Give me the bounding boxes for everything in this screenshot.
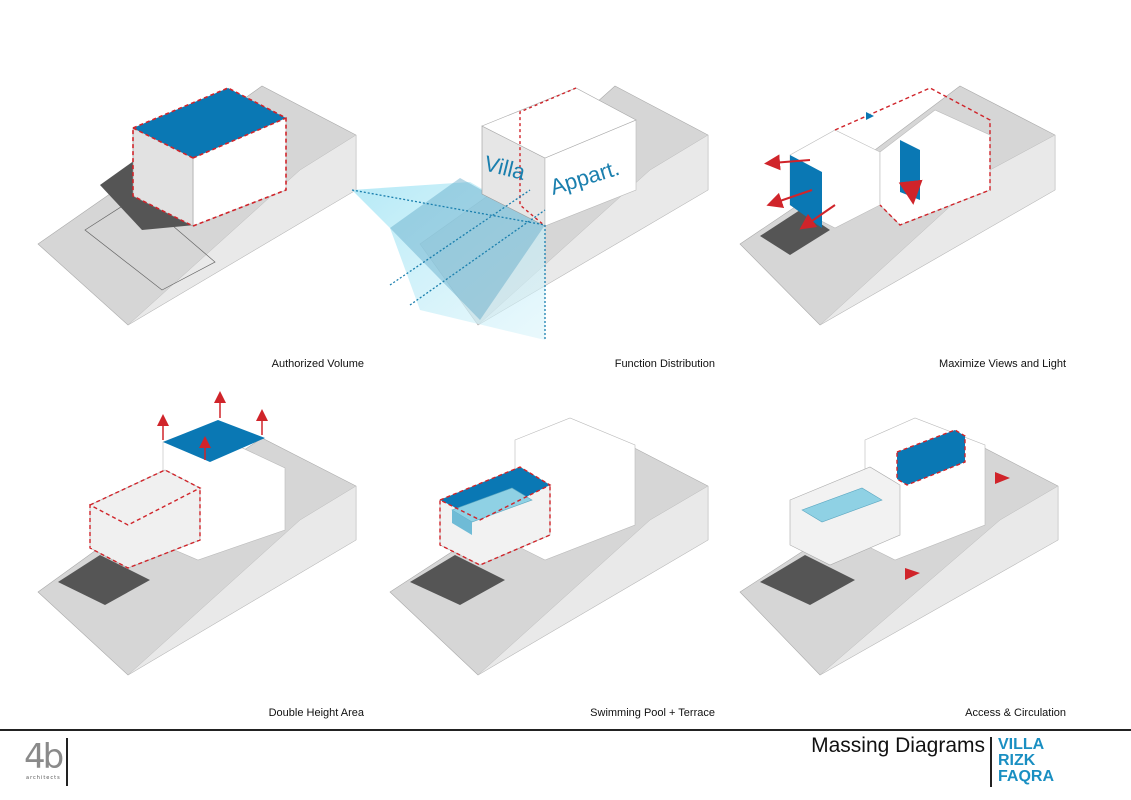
logo-subtitle: architects: [26, 775, 61, 781]
pool-basin: [452, 510, 472, 535]
shadow: [58, 555, 150, 605]
view-cone-inner: [390, 178, 545, 320]
logo-mark: 4b: [24, 737, 64, 777]
access-arrow: [995, 472, 1010, 484]
pool: [451, 487, 533, 523]
double-height-outline: [89, 469, 202, 569]
view-arrow: [764, 154, 811, 171]
view-arrow: [799, 204, 836, 230]
site-terrain-side: [477, 485, 709, 676]
north-marker: [866, 112, 874, 120]
massing-diagrams-canvas: Villa Appart.: [37, 85, 1059, 676]
site-boundary: [84, 195, 216, 291]
site-terrain-side: [819, 485, 1059, 676]
title-divider: [990, 737, 992, 787]
terrace-outline: [439, 466, 552, 566]
panel-authorized-volume: [37, 85, 357, 326]
project-line-2: RIZK: [998, 752, 1036, 769]
site-terrain-side: [819, 134, 1056, 326]
volume-outline: [834, 87, 991, 226]
caption-maximize-views: Maximize Views and Light: [939, 358, 1066, 370]
view-ray: [351, 189, 546, 226]
caption-function-distribution: Function Distribution: [614, 358, 715, 370]
authorized-outline: [132, 87, 287, 227]
authorized-outline-edge: [192, 117, 287, 159]
site-terrain-side: [127, 485, 357, 676]
caption-pool-terrace: Swimming Pool + Terrace: [590, 707, 715, 719]
project-name: VILLA RIZK FAQRA: [998, 737, 1054, 785]
footer-divider: [0, 729, 1131, 731]
circulation-volume: [897, 430, 965, 485]
project-line-3: FAQRA: [998, 768, 1054, 785]
view-arrow: [766, 189, 813, 208]
panel-pool-terrace: [389, 417, 709, 676]
view-ray: [409, 209, 546, 306]
project-line-1: VILLA: [998, 736, 1045, 753]
view-cone: [352, 182, 545, 340]
caption-authorized-volume: Authorized Volume: [271, 358, 364, 370]
volume-roof: [133, 88, 286, 158]
shadow: [760, 555, 855, 605]
panel-access-circulation: [739, 417, 1059, 676]
function-divider: [519, 87, 577, 227]
pool: [801, 487, 883, 523]
light-arrow: [898, 157, 923, 205]
shadow: [410, 555, 505, 605]
panel-function-distribution: Villa Appart.: [351, 85, 709, 340]
caption-double-height: Double Height Area: [268, 707, 364, 719]
sheet-title: Massing Diagrams: [811, 734, 985, 757]
logo-divider: [66, 738, 68, 786]
panel-maximize-views: [739, 85, 1056, 326]
terrace-block: [789, 466, 901, 566]
circulation-outline: [896, 429, 966, 486]
access-arrow: [905, 568, 920, 580]
volume-roof: [481, 87, 637, 159]
panel-double-height: [37, 391, 357, 676]
caption-access-circulation: Access & Circulation: [965, 707, 1066, 719]
double-height-roof: [163, 420, 265, 462]
view-ray: [389, 189, 531, 286]
